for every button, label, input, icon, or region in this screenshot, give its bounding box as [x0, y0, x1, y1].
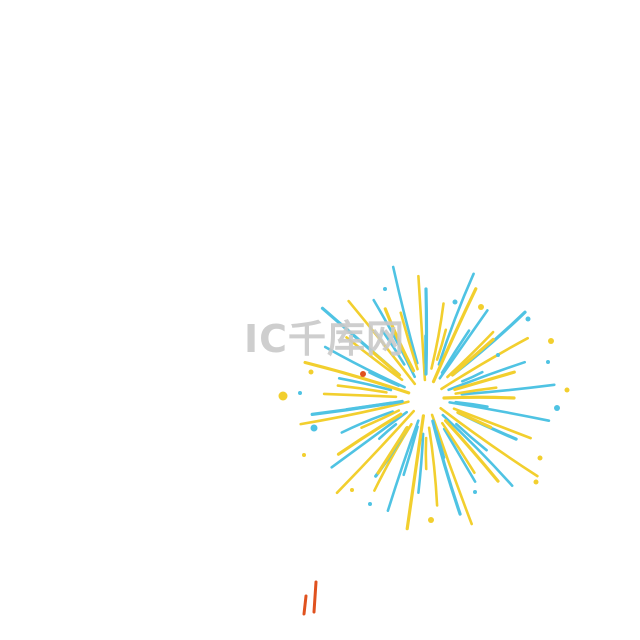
- watermark-logo: IC千库网: [244, 317, 406, 361]
- spark-dot: [308, 369, 314, 375]
- firework-ray: [442, 427, 477, 483]
- firework-ray: [336, 384, 388, 394]
- spark-dot: [554, 405, 560, 411]
- firework-ray: [383, 307, 416, 373]
- firework-ray: [456, 410, 493, 429]
- firework-ray: [391, 265, 419, 365]
- firework-ray: [299, 400, 410, 426]
- firework-ray: [337, 377, 393, 392]
- firework-ray: [453, 370, 516, 392]
- firework-ray: [430, 413, 473, 526]
- firework-ray: [430, 302, 445, 370]
- firework-ray: [460, 383, 556, 396]
- firework-ray: [447, 360, 526, 392]
- spark-dot: [496, 353, 500, 357]
- firework-ray: [417, 432, 425, 494]
- spark-dot: [473, 490, 477, 494]
- firework-ray: [454, 386, 498, 395]
- firework-ray: [378, 423, 398, 440]
- firework-ray: [340, 410, 394, 434]
- firework-ray: [444, 419, 500, 483]
- spark-dot: [310, 424, 318, 432]
- spark-dot: [525, 316, 531, 322]
- spark-dot: [368, 502, 372, 506]
- firework-ray: [434, 430, 446, 459]
- firework-ray: [399, 311, 419, 371]
- firework-ray: [437, 272, 475, 366]
- firework-ray: [441, 413, 514, 487]
- firework-ray: [373, 422, 413, 492]
- firework-ray: [427, 426, 439, 507]
- firework-ray: [439, 407, 539, 478]
- spark-dot: [548, 338, 554, 344]
- spark-dot: [350, 488, 354, 492]
- firework-ray: [446, 330, 495, 379]
- spark-dot: [298, 391, 302, 395]
- firework-ray: [461, 370, 484, 383]
- spark-dot: [533, 479, 539, 485]
- firework-ray: [454, 400, 489, 408]
- firework-ray: [441, 421, 476, 474]
- spark-dot: [452, 299, 458, 305]
- firework-ray: [452, 407, 532, 440]
- spark-dot: [302, 453, 306, 457]
- spark-dot: [360, 371, 366, 377]
- firework-ray: [405, 414, 425, 531]
- firework-burst-icon: [299, 265, 556, 531]
- spark-dot: [478, 304, 484, 310]
- firework-ray: [442, 395, 516, 400]
- firework-ray: [303, 360, 411, 395]
- firework-ray: [347, 299, 417, 386]
- spark-dot: [564, 387, 570, 393]
- firework-ray: [336, 412, 403, 456]
- firework-ray: [431, 287, 478, 384]
- firework-ray: [376, 425, 409, 475]
- firework-ray: [335, 409, 415, 495]
- firework-ray: [322, 392, 398, 399]
- firework-ray: [330, 410, 408, 469]
- firework-ray: [381, 329, 406, 366]
- firework-ray: [450, 337, 495, 377]
- firework-ray: [368, 371, 400, 387]
- firework-ray: [438, 309, 489, 380]
- firework-ray: [360, 409, 401, 429]
- spark-dot: [278, 391, 288, 401]
- spark-dot: [383, 287, 387, 291]
- firework-ray: [386, 419, 420, 512]
- firework-ray: [440, 336, 529, 391]
- firework-ray: [424, 287, 429, 376]
- firework-ray: [448, 401, 551, 422]
- firework-ray: [402, 425, 419, 477]
- firework-ray: [435, 328, 448, 361]
- firework-ray: [370, 350, 402, 377]
- spark-dot: [546, 360, 550, 364]
- firework-ray: [417, 274, 427, 382]
- spark-dot: [537, 455, 543, 461]
- firework-ray: [345, 401, 393, 412]
- firework-ray: [440, 329, 471, 374]
- firework-ray: [345, 336, 404, 382]
- spark-dot: [428, 517, 434, 523]
- firework-sparks: [278, 287, 570, 523]
- firework-rocket-trail-icon: [302, 580, 318, 616]
- firework-ray: [455, 422, 488, 452]
